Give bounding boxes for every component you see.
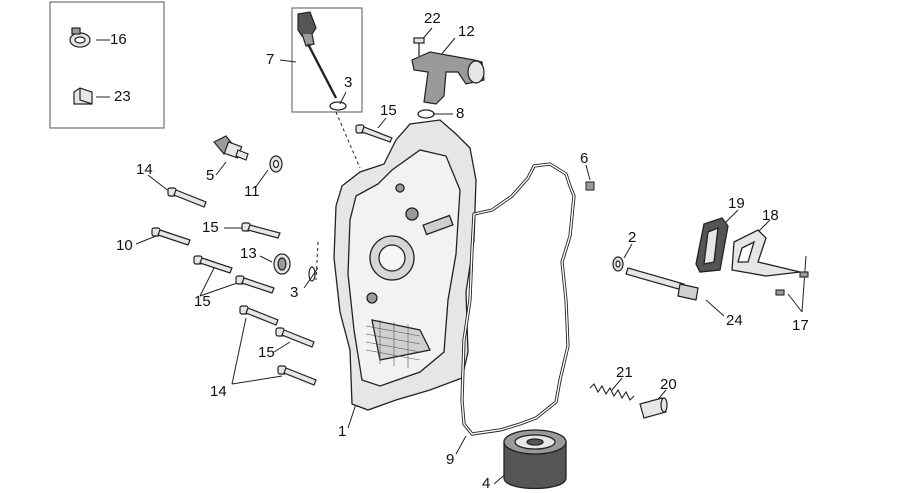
callout-23: 23 <box>114 88 131 105</box>
part-16-hose-clip <box>69 27 91 48</box>
callout-15-top: 15 <box>380 102 397 119</box>
part-23-clip <box>73 87 93 105</box>
part-7-dipstick <box>297 11 338 99</box>
part-24-shaft <box>625 267 699 301</box>
inset-box-dipstick <box>291 7 363 113</box>
part-3-oring <box>329 101 347 111</box>
callout-17: 17 <box>792 317 809 334</box>
part-8-oring <box>417 109 435 119</box>
callout-15-bottom: 15 <box>258 344 275 361</box>
callout-14-bottom: 14 <box>210 383 227 400</box>
callout-5: 5 <box>206 167 215 184</box>
callout-4: 4 <box>482 475 491 492</box>
part-20-piston <box>639 397 668 419</box>
part-22-screw <box>413 37 425 56</box>
part-21-spring <box>589 383 635 401</box>
callout-3-top: 3 <box>344 74 353 91</box>
inset-box-clips <box>49 1 165 129</box>
callout-15-mid: 15 <box>202 219 219 236</box>
callout-16: 16 <box>110 31 127 48</box>
part-12-breather-pipe <box>411 51 485 105</box>
callout-24: 24 <box>726 312 743 329</box>
part-4-oil-filter <box>503 429 567 490</box>
callout-6: 6 <box>580 150 589 167</box>
callout-22: 22 <box>424 10 441 27</box>
callout-20: 20 <box>660 376 677 393</box>
callout-13: 13 <box>240 245 257 262</box>
callout-19: 19 <box>728 195 745 212</box>
part-6-plug <box>585 181 595 191</box>
callout-3-mid: 3 <box>290 284 299 301</box>
part-13-plug <box>273 253 291 275</box>
part-19-window <box>695 217 729 273</box>
callout-2: 2 <box>628 229 637 246</box>
part-18-bracket <box>731 229 801 277</box>
bolts-left <box>151 187 317 386</box>
callout-12: 12 <box>458 23 475 40</box>
part-3-oring-small <box>308 266 316 282</box>
callout-21: 21 <box>616 364 633 381</box>
callout-7: 7 <box>266 51 275 68</box>
callout-11: 11 <box>244 183 260 200</box>
part-5-sensor <box>213 135 249 161</box>
callout-10: 10 <box>116 237 133 254</box>
part-1-crankcase-cover <box>333 119 477 411</box>
callout-1: 1 <box>338 423 347 440</box>
callout-14-top: 14 <box>136 161 153 178</box>
callout-15-lower: 15 <box>194 293 211 310</box>
callout-9: 9 <box>446 451 455 468</box>
callout-18: 18 <box>762 207 779 224</box>
callout-8: 8 <box>456 105 465 122</box>
part-11-washer <box>269 155 283 173</box>
part-15-bolt-top <box>355 124 393 143</box>
part-17-screws <box>775 271 809 296</box>
part-2-washer <box>612 256 624 272</box>
